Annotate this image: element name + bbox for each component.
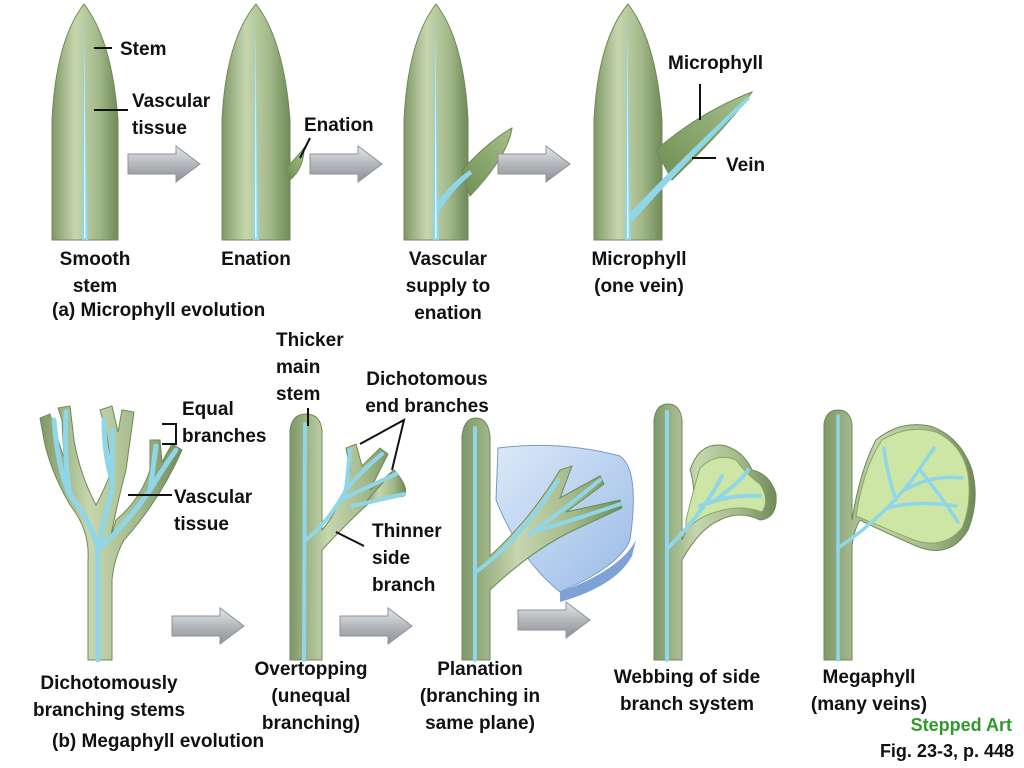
enation-stem-figure xyxy=(221,3,305,241)
callout-vascular-tissue-a: Vascular tissue xyxy=(132,91,211,139)
smooth-stem-figure xyxy=(51,3,119,241)
callout-microphyll: Microphyll xyxy=(668,53,764,74)
caption-webbing: Webbing of side branch system xyxy=(613,667,761,715)
caption-overtopping: Overtopping (unequal branching) xyxy=(254,659,368,734)
megaphyll-figure xyxy=(823,409,976,662)
enation-leader xyxy=(299,137,311,159)
microphyll-figure xyxy=(593,3,754,241)
arrow-b1 xyxy=(171,607,245,645)
callout-vein: Vein xyxy=(726,155,766,176)
planation-figure xyxy=(461,417,636,662)
arrow-b3 xyxy=(517,601,591,639)
stage-a4-leaders xyxy=(692,84,716,159)
arrow-a1 xyxy=(127,145,201,183)
caption-enation: Enation xyxy=(221,249,291,270)
callout-vascular-tissue-b: Vascular tissue xyxy=(174,487,253,535)
caption-dichotomously-branching: Dichotomously branching stems xyxy=(32,673,186,721)
callout-thinner-side-branch: Thinner side branch xyxy=(372,521,442,596)
caption-microphyll: Microphyll (one vein) xyxy=(591,249,687,297)
arrow-a2 xyxy=(309,145,383,183)
section-label-a: (a) Microphyll evolution xyxy=(52,300,266,321)
arrow-b2 xyxy=(339,607,413,645)
callout-enation: Enation xyxy=(304,115,374,136)
stage-a1-leaders xyxy=(94,47,128,111)
caption-planation: Planation (branching in same plane) xyxy=(419,659,541,734)
figure-reference: Fig. 23-3, p. 448 xyxy=(879,741,1014,761)
overtopping-figure xyxy=(289,413,407,662)
caption-smooth-stem: Smooth stem xyxy=(59,249,131,297)
caption-megaphyll: Megaphyll (many veins) xyxy=(810,667,928,715)
callout-thicker-main-stem: Thicker main stem xyxy=(276,330,344,405)
vascular-supply-figure xyxy=(403,3,513,241)
stage-b2-leaders xyxy=(307,408,406,547)
section-label-b: (b) Megaphyll evolution xyxy=(52,731,265,752)
callout-stem: Stem xyxy=(120,39,167,60)
arrow-a3 xyxy=(497,145,571,183)
caption-vascular-supply: Vascular supply to enation xyxy=(405,249,491,324)
callout-equal-branches: Equal branches xyxy=(182,399,267,447)
webbing-figure xyxy=(653,403,777,662)
stage-b1-leaders xyxy=(128,423,177,496)
dichotomous-stems-figure xyxy=(39,405,183,663)
callout-dichotomous-end-branches: Dichotomous end branches xyxy=(365,369,489,417)
stepped-art-label: Stepped Art xyxy=(910,715,1012,735)
